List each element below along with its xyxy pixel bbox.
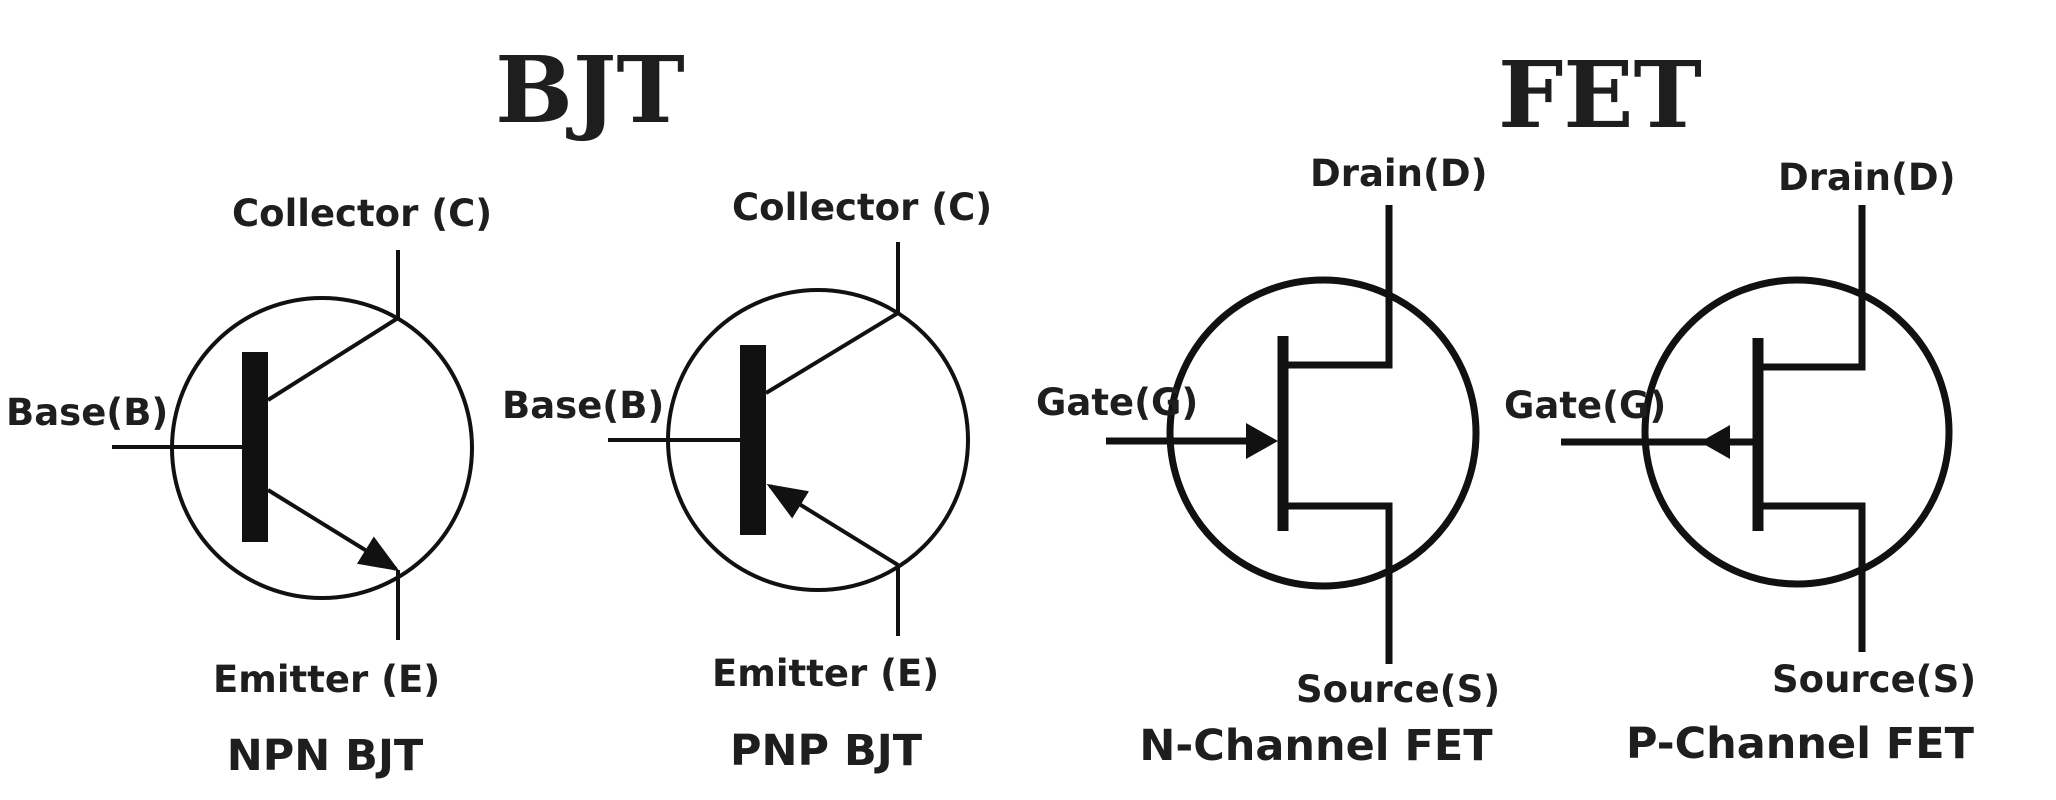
pfet-caption: P-Channel FET bbox=[1626, 719, 1975, 769]
npn-base-bar bbox=[242, 352, 268, 542]
pnp-emitter-arrow bbox=[766, 483, 900, 567]
pfet-drain-label: Drain(D) bbox=[1778, 156, 1955, 199]
pfet-body-circle bbox=[1641, 276, 1953, 588]
npn-collector-label: Collector (C) bbox=[232, 192, 492, 235]
fet-section-title: FET bbox=[1498, 41, 1702, 149]
nfet-gate-arrow-icon bbox=[1246, 423, 1278, 459]
npn-emitter-label: Emitter (E) bbox=[213, 658, 440, 701]
pfet-gate-label: Gate(G) bbox=[1504, 384, 1666, 427]
npn-caption: NPN BJT bbox=[227, 731, 424, 781]
n-channel-fet-symbol: Drain(D) Gate(G) Source(S) N-Channel FET bbox=[1036, 152, 1500, 771]
npn-bjt-symbol: Collector (C) Base(B) Emitter (E) NPN BJ… bbox=[6, 192, 492, 781]
nfet-drain-lead bbox=[1283, 205, 1393, 369]
nfet-body-circle bbox=[1166, 276, 1480, 590]
pfet-source-label: Source(S) bbox=[1772, 658, 1976, 701]
pnp-caption: PNP BJT bbox=[730, 726, 923, 776]
pfet-gate-arrow-icon bbox=[1700, 425, 1730, 459]
pfet-drain-lead bbox=[1758, 205, 1866, 371]
pfet-source-lead bbox=[1758, 502, 1866, 652]
pnp-collector-label: Collector (C) bbox=[732, 186, 992, 229]
pnp-bjt-symbol: Collector (C) Base(B) Emitter (E) PNP BJ… bbox=[502, 186, 992, 776]
npn-collector-line bbox=[266, 316, 400, 402]
pnp-base-bar bbox=[740, 345, 766, 535]
nfet-caption: N-Channel FET bbox=[1139, 721, 1493, 771]
pnp-base-label: Base(B) bbox=[502, 384, 664, 427]
bjt-section-title: BJT bbox=[495, 36, 685, 144]
npn-emitter-arrow bbox=[266, 488, 400, 572]
p-channel-fet-symbol: Drain(D) Gate(G) Source(S) P-Channel FET bbox=[1504, 156, 1976, 769]
npn-base-label: Base(B) bbox=[6, 391, 168, 434]
nfet-gate-label: Gate(G) bbox=[1036, 381, 1198, 424]
nfet-source-lead bbox=[1283, 502, 1393, 664]
pnp-emitter-label: Emitter (E) bbox=[712, 652, 939, 695]
pnp-collector-line bbox=[764, 311, 900, 395]
nfet-source-label: Source(S) bbox=[1296, 668, 1500, 711]
nfet-drain-label: Drain(D) bbox=[1310, 152, 1487, 195]
